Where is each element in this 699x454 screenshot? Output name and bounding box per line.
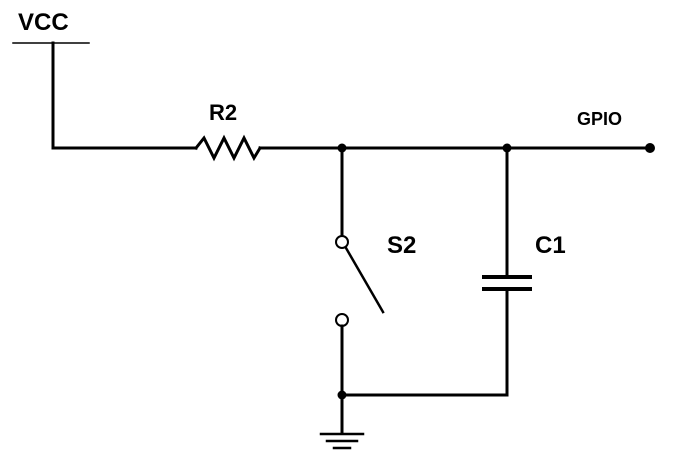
switch-terminal-bottom <box>335 313 349 327</box>
resistor-r2 <box>193 134 263 162</box>
vcc-label: VCC <box>18 9 69 36</box>
resistor-label: R2 <box>209 100 237 125</box>
switch-lever <box>344 246 385 314</box>
switch-label: S2 <box>387 232 416 259</box>
gpio-label: GPIO <box>577 109 622 129</box>
junction-dot-switch <box>337 143 347 153</box>
junction-dot-ground <box>337 390 347 400</box>
capacitor-label: C1 <box>535 232 566 259</box>
switch-terminal-top <box>335 235 349 249</box>
junction-dot-capacitor <box>502 143 512 153</box>
gpio-terminal-dot <box>645 143 655 153</box>
